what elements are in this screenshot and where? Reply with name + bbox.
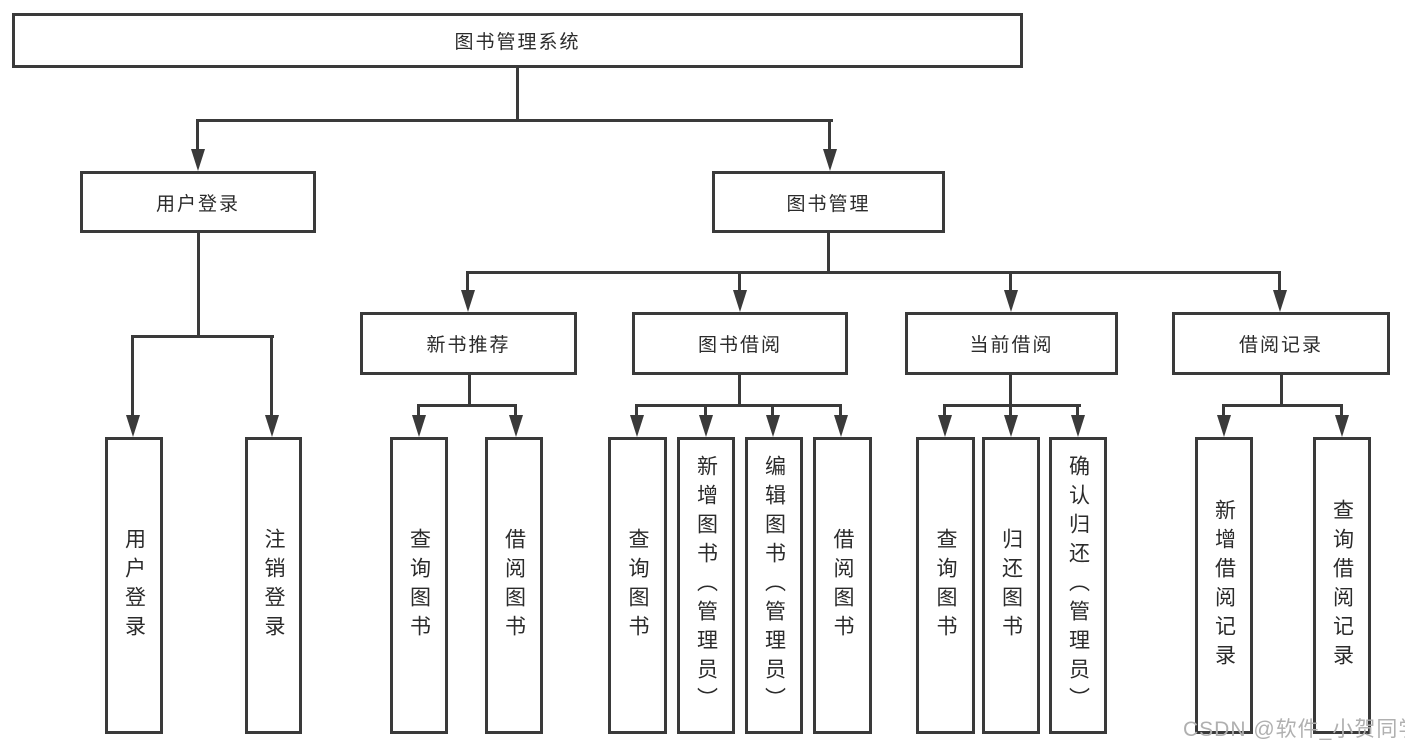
connector-arrow-icon	[509, 404, 523, 437]
connector-line	[132, 335, 274, 338]
node-leaf-borrow-books-1-label: 借阅图书	[502, 527, 526, 644]
connector-line	[738, 375, 741, 406]
connector-line	[944, 404, 1081, 407]
connector-line	[1009, 375, 1012, 406]
node-leaf-query-books-1-label: 查询图书	[407, 527, 431, 644]
connector-arrow-icon	[126, 335, 140, 437]
node-new-book-recommend-label: 新书推荐	[426, 335, 511, 356]
node-leaf-add-book-admin-label: 新增图书（管理员）	[694, 455, 718, 716]
connector-line	[1280, 375, 1283, 406]
connector-arrow-icon	[265, 335, 279, 437]
node-user-login: 用户登录	[80, 171, 316, 233]
node-root: 图书管理系统	[12, 13, 1023, 68]
connector-arrow-icon	[1004, 404, 1018, 437]
node-leaf-query-borrow-record: 查询借阅记录	[1313, 437, 1371, 734]
node-leaf-query-books-2-label: 查询图书	[626, 527, 649, 644]
connector-line	[516, 68, 519, 121]
node-leaf-user-login: 用户登录	[105, 437, 163, 734]
connector-arrow-icon	[412, 404, 426, 437]
node-root-label: 图书管理系统	[454, 32, 581, 53]
connector-line	[468, 375, 471, 406]
node-leaf-query-books-3-label: 查询图书	[934, 527, 957, 644]
node-current-borrow: 当前借阅	[905, 312, 1118, 375]
node-current-borrow-label: 当前借阅	[969, 335, 1054, 356]
connector-line	[197, 119, 833, 122]
node-leaf-add-book-admin: 新增图书（管理员）	[677, 437, 735, 734]
node-new-book-recommend: 新书推荐	[360, 312, 577, 375]
connector-line	[636, 404, 842, 407]
node-leaf-return-books: 归还图书	[982, 437, 1040, 734]
node-leaf-confirm-return-admin-label: 确认归还（管理员）	[1066, 455, 1090, 716]
connector-arrow-icon	[1335, 404, 1349, 437]
connector-arrow-icon	[733, 271, 747, 312]
connector-line	[467, 271, 1281, 274]
csdn-watermark: CSDN @软件_小贺同学	[1183, 718, 1405, 741]
connector-arrow-icon	[461, 271, 475, 312]
connector-line	[827, 233, 830, 273]
node-leaf-add-borrow-record-label: 新增借阅记录	[1212, 498, 1236, 673]
connector-arrow-icon	[766, 404, 780, 437]
node-leaf-logout-label: 注销登录	[262, 527, 285, 644]
node-leaf-query-borrow-record-label: 查询借阅记录	[1330, 498, 1354, 673]
node-book-borrow: 图书借阅	[632, 312, 848, 375]
connector-arrow-icon	[1071, 404, 1085, 437]
node-leaf-add-borrow-record: 新增借阅记录	[1195, 437, 1253, 734]
connector-line	[1223, 404, 1343, 407]
node-borrow-records-label: 借阅记录	[1238, 335, 1323, 356]
connector-arrow-icon	[699, 404, 713, 437]
connector-arrow-icon	[630, 404, 644, 437]
node-leaf-return-books-label: 归还图书	[999, 527, 1023, 644]
node-borrow-records: 借阅记录	[1172, 312, 1390, 375]
node-book-borrow-label: 图书借阅	[697, 335, 782, 356]
node-leaf-query-books-3: 查询图书	[916, 437, 975, 734]
node-user-login-label: 用户登录	[155, 193, 240, 215]
connector-arrow-icon	[1217, 404, 1231, 437]
node-leaf-edit-book-admin: 编辑图书（管理员）	[745, 437, 803, 734]
connector-arrow-icon	[823, 119, 837, 171]
connector-line	[418, 404, 517, 407]
node-leaf-logout: 注销登录	[245, 437, 302, 734]
node-leaf-user-login-label: 用户登录	[122, 527, 146, 644]
connector-arrow-icon	[1273, 271, 1287, 312]
node-leaf-query-books-2: 查询图书	[608, 437, 667, 734]
node-book-management-label: 图书管理	[786, 193, 871, 215]
node-leaf-borrow-books-2-label: 借阅图书	[831, 527, 854, 644]
connector-arrow-icon	[191, 119, 205, 171]
connector-line	[197, 233, 200, 337]
node-leaf-borrow-books-2: 借阅图书	[813, 437, 872, 734]
connector-arrow-icon	[834, 404, 848, 437]
node-book-management: 图书管理	[712, 171, 945, 233]
connector-arrow-icon	[938, 404, 952, 437]
connector-arrow-icon	[1004, 271, 1018, 312]
node-leaf-query-books-1: 查询图书	[390, 437, 448, 734]
node-leaf-borrow-books-1: 借阅图书	[485, 437, 543, 734]
node-leaf-confirm-return-admin: 确认归还（管理员）	[1049, 437, 1107, 734]
node-leaf-edit-book-admin-label: 编辑图书（管理员）	[762, 455, 786, 716]
